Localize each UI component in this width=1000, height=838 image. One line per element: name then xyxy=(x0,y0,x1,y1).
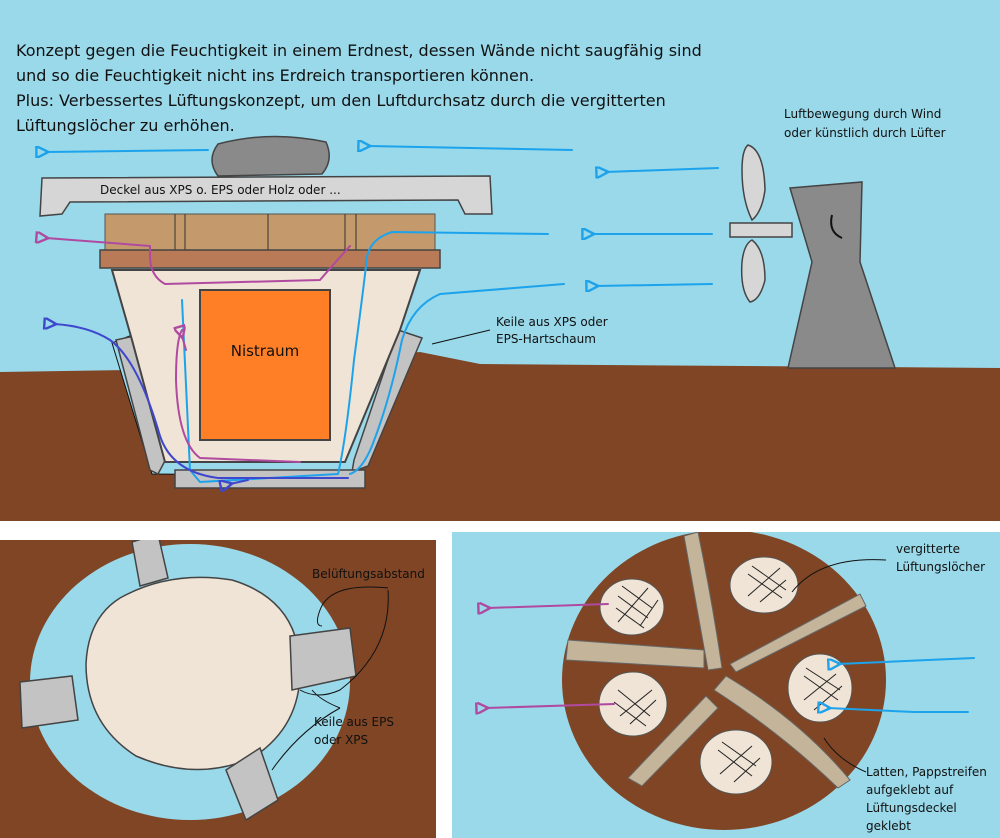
wind-label-line-1: Luftbewegung durch Wind xyxy=(784,107,941,121)
air-out-mid xyxy=(46,238,351,285)
top-view-panel: Belüftungsabstand Keile aus EPS oder XPS xyxy=(0,540,436,838)
air-flow-group xyxy=(46,146,719,484)
grated-hole xyxy=(599,578,665,636)
divider-vertical xyxy=(436,540,452,838)
lid-air-in-2 xyxy=(828,708,969,712)
intro-line-4: Lüftungslöcher zu erhöhen. xyxy=(16,116,235,135)
lid-air-out-2 xyxy=(486,704,615,708)
wedges-bottom-line-2: oder XPS xyxy=(314,733,368,747)
air-in-wind-3 xyxy=(596,284,713,286)
lid-slats-top-view xyxy=(565,532,867,789)
wedges-bottom-line-1: Keile aus EPS xyxy=(314,715,394,729)
ventilation-lid xyxy=(104,213,436,253)
intro-line-1: Konzept gegen die Feuchtigkeit in einem … xyxy=(16,41,702,60)
intro-line-2: und so die Feuchtigkeit nicht ins Erdrei… xyxy=(16,66,534,85)
slats-line-1: Latten, Pappstreifen xyxy=(866,765,987,779)
slats-line-4: geklebt xyxy=(866,819,911,833)
lid-slats xyxy=(174,214,357,252)
wind-label-line-2: oder künstlich durch Lüfter xyxy=(784,126,946,140)
wedge-top-view-bottom xyxy=(225,746,279,822)
lid-frame xyxy=(99,249,441,269)
stone-icon xyxy=(211,135,330,177)
slats-line-2: aufgeklebt auf xyxy=(866,783,954,797)
air-arrow-bottom xyxy=(230,480,249,484)
ventilation-gap-label: Belüftungsabstand xyxy=(312,567,425,581)
nest-chamber xyxy=(199,289,331,441)
grated-hole xyxy=(787,653,853,723)
air-path-around-nest xyxy=(349,283,565,475)
air-out-top xyxy=(46,150,209,152)
grated-hole xyxy=(729,556,799,614)
grated-hole xyxy=(699,729,773,795)
lid-air-flows xyxy=(486,604,975,712)
grated-holes-line-1: vergitterte xyxy=(896,542,960,556)
lid-air-in-1 xyxy=(838,657,975,664)
air-rising-inside xyxy=(175,329,301,463)
grated-holes-line-2: Lüftungslöcher xyxy=(896,560,985,574)
intro-line-3: Plus: Verbessertes Lüftungskonzept, um d… xyxy=(16,91,666,110)
wedge-top-pointer xyxy=(431,329,491,345)
air-in-wind-1 xyxy=(606,168,719,172)
wedges-top-line-1: Keile aus XPS oder xyxy=(496,315,608,329)
lid-view-panel: vergitterte Lüftungslöcher Latten, Papps… xyxy=(452,532,1000,838)
lid-air-out-1 xyxy=(488,604,609,608)
cross-section-panel: Konzept gegen die Feuchtigkeit in einem … xyxy=(0,0,1000,521)
air-path-through-nest xyxy=(181,231,549,483)
nest-body-top-view xyxy=(85,576,301,771)
fan-icon xyxy=(729,144,897,369)
nest-label: Nistraum xyxy=(231,342,300,360)
air-arrow-up xyxy=(182,336,187,351)
wedge-top-view-left xyxy=(19,675,79,729)
wedges-top-line-2: EPS-Hartschaum xyxy=(496,332,596,346)
air-out-low xyxy=(54,324,349,479)
top-lid xyxy=(39,175,493,217)
lid-label: Deckel aus XPS o. EPS oder Holz oder ... xyxy=(100,183,341,197)
wedge-top-view-top xyxy=(131,540,169,587)
air-in-top xyxy=(368,146,573,150)
slats-line-3: Lüftungsdeckel xyxy=(866,801,957,815)
lid-pointers xyxy=(791,559,887,773)
top-view-pointers xyxy=(271,586,389,771)
grated-holes xyxy=(598,556,853,795)
